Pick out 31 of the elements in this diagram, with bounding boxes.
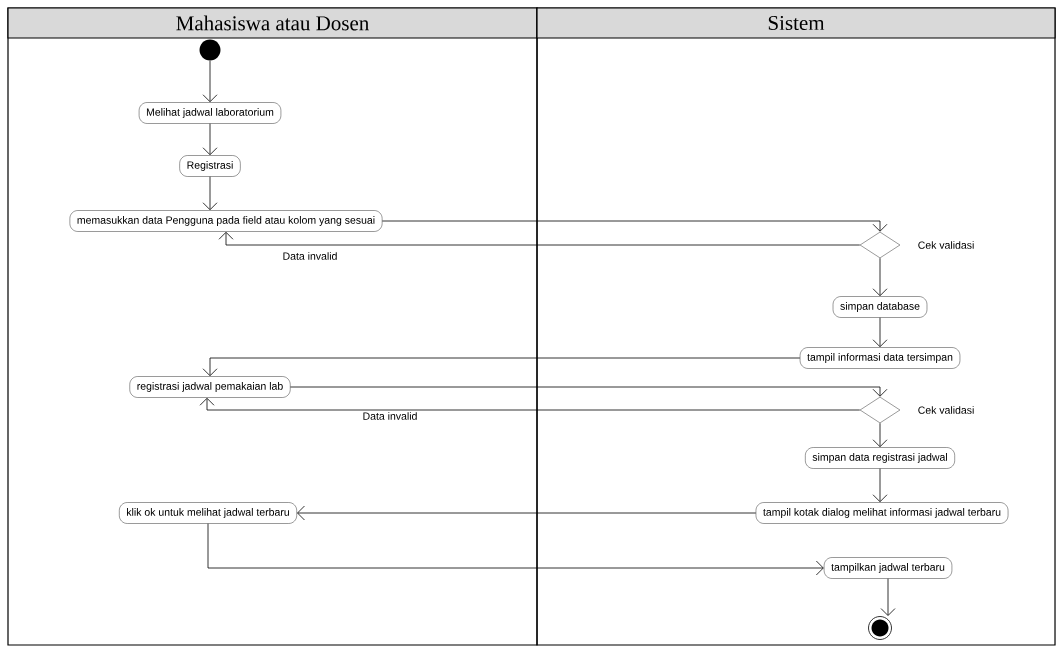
action-box: Registrasi [179, 155, 241, 177]
node-caption: Cek validasi [918, 406, 974, 414]
edge-label: Data invalid [361, 411, 419, 421]
arrow [207, 523, 824, 576]
arrow [199, 397, 861, 411]
start-circle [199, 39, 221, 61]
action-box: registrasi jadwal pemakaian lab [129, 376, 291, 398]
arrow [872, 317, 888, 348]
edge-label: Data invalid [281, 251, 339, 261]
end-circle [868, 616, 892, 640]
arrow [872, 468, 888, 503]
arrow [202, 123, 218, 156]
action-box: memasukkan data Pengguna pada field atau kolom yang sesuai [69, 210, 383, 232]
action-box: tampilkan jadwal terbaru [823, 557, 953, 579]
arrow [872, 257, 888, 297]
action-box: klik ok untuk melihat jadwal terbaru [119, 502, 297, 524]
action-box: Melihat jadwal laboratorium [138, 102, 282, 124]
action-box: simpan data registrasi jadwal [805, 447, 955, 469]
arrow [381, 220, 888, 232]
arrow [202, 357, 801, 377]
arrow [872, 422, 888, 448]
arrow [218, 231, 861, 246]
arrow [202, 176, 218, 211]
action-box: simpan database [832, 296, 928, 318]
arrow [297, 505, 757, 521]
arrow [880, 578, 896, 616]
action-box: tampil informasi data tersimpan [799, 347, 961, 369]
node-caption: Cek validasi [918, 241, 974, 249]
action-box: tampil kotak dialog melihat informasi jadwal terbaru [755, 502, 1009, 524]
arrow [290, 386, 888, 397]
arrow [202, 60, 218, 103]
